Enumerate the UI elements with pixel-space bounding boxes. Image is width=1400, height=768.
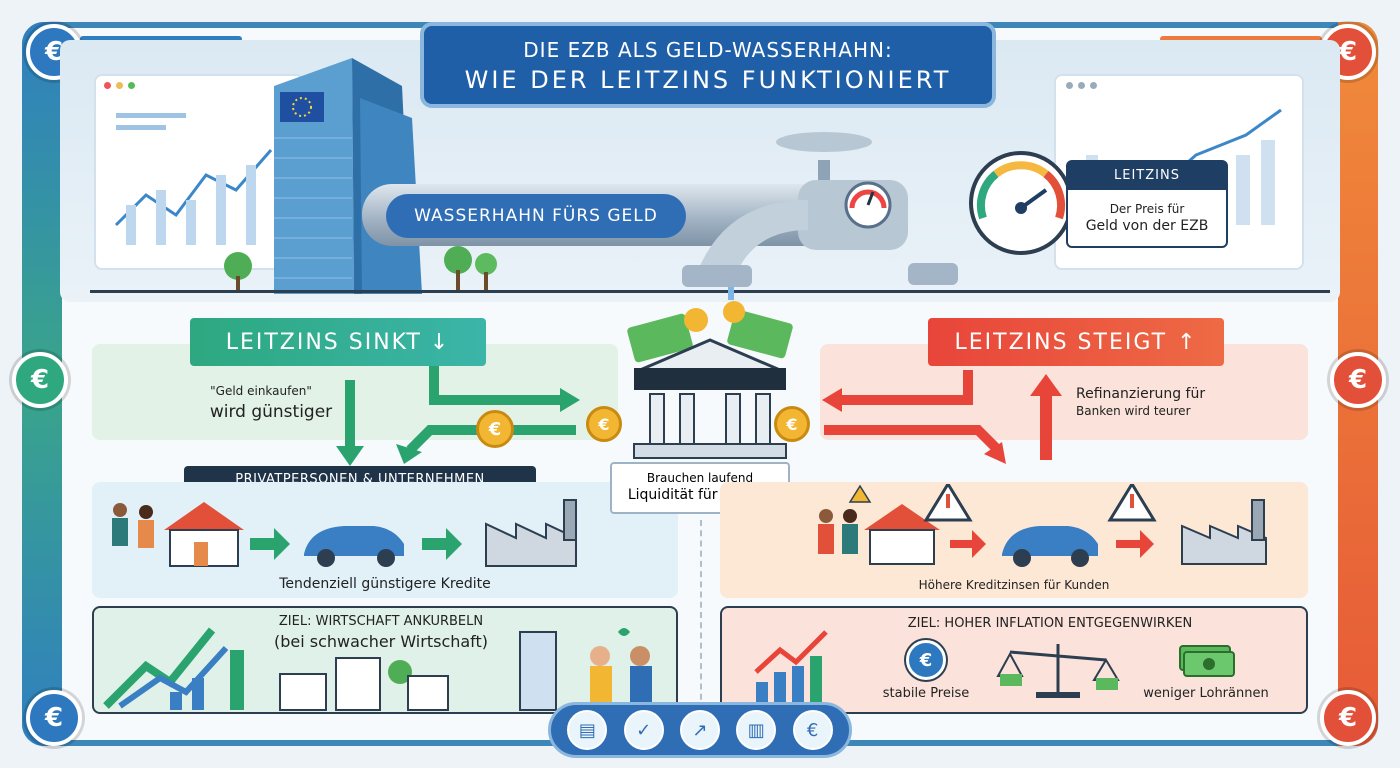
arrow-down-icon: ↓	[429, 329, 451, 355]
euro-coin-icon: €	[586, 406, 622, 442]
credit-chain-left	[112, 499, 577, 567]
left-goal-line2: (bei schwacher Wirtschaft)	[273, 632, 489, 651]
bank-label-line1: Brauchen laufend	[646, 471, 754, 485]
check-icon: ✓	[623, 710, 664, 750]
left-effect-line1: "Geld einkaufen"	[210, 384, 312, 398]
title-line1: DIE EZB ALS GELD-WASSERHAHN:	[523, 38, 893, 62]
bar-chart-icon: ▥	[736, 710, 777, 750]
top-rail-right	[1160, 36, 1322, 42]
credit-chain-right	[818, 484, 1267, 567]
red-flow-arrows	[822, 370, 1062, 464]
leitzins-info-box: LEITZINS Der Preis für Geld von der EZB	[1066, 160, 1228, 248]
banner-right-text: LEITZINS STEIGT	[954, 329, 1168, 355]
growth-city-icon	[103, 627, 652, 711]
left-effect-line2: wird günstiger	[209, 402, 333, 422]
banner-left-text: LEITZINS SINKT	[225, 329, 422, 355]
goal-stable-prices: stabile Preise	[882, 686, 970, 701]
faucet-icon	[682, 132, 958, 300]
bank-liquidity-label: Brauchen laufend Liquidität für Kredite	[610, 462, 790, 514]
euro-coin-icon: €	[1320, 690, 1376, 746]
money-calculator-icon: ▤	[567, 710, 608, 750]
right-effect-line2: Banken wird teurer	[1076, 404, 1191, 418]
left-credit-caption: Tendenziell günstigere Kredite	[279, 576, 491, 592]
tree-icon	[224, 252, 252, 292]
money-stack-icon	[1179, 645, 1235, 677]
banner-leitzins-sinkt: LEITZINS SINKT ↓	[190, 318, 486, 366]
green-flow-arrows	[336, 366, 580, 466]
leitzins-heading: LEITZINS	[1068, 162, 1226, 190]
pipe-label: WASSERHAHN FÜRS GELD	[386, 194, 686, 238]
scale-icon	[996, 644, 1120, 698]
gauge-icon	[969, 151, 1073, 255]
ecb-building-icon	[274, 58, 422, 294]
goal-less-wage-spiral: weniger Lohrännen	[1143, 686, 1269, 701]
euro-coin-icon: €	[1330, 352, 1386, 408]
left-goal-line1: ZIEL: WIRTSCHAFT ANKURBELN	[278, 614, 484, 629]
trend-chart-icon	[114, 113, 273, 245]
tree-icon	[444, 246, 497, 292]
arrow-up-icon: ↑	[1177, 329, 1198, 355]
euro-coin-icon: €	[26, 690, 82, 746]
ground-line	[90, 290, 1330, 293]
chart-window-left	[94, 74, 304, 270]
leitzins-desc-line1: Der Preis für	[1109, 202, 1185, 216]
page-title: DIE EZB ALS GELD-WASSERHAHN: WIE DER LEI…	[420, 22, 996, 108]
right-credit-caption: Höhere Kreditzinsen für Kunden	[918, 578, 1110, 592]
stable-price-coin-icon: €	[906, 640, 946, 680]
bank-icon	[627, 301, 793, 459]
title-line2: WIE DER LEITZINS FUNKTIONIERT	[464, 66, 952, 94]
euro-coin-icon: €	[476, 410, 514, 448]
leitzins-desc-line2: Geld von der EZB	[1085, 218, 1209, 234]
euro-coin-icon: €	[12, 352, 68, 408]
euro-shield-icon: €	[792, 710, 833, 750]
right-effect-line1: Refinanzierung für	[1076, 386, 1206, 402]
center-divider	[700, 520, 702, 710]
top-rail-left	[80, 36, 242, 42]
inflation-chart-icon	[754, 630, 828, 704]
right-goal-title: ZIEL: HOHER INFLATION ENTGEGENWIRKEN	[907, 616, 1193, 631]
euro-coin-icon: €	[774, 406, 810, 442]
banner-leitzins-steigt: LEITZINS STEIGT ↑	[928, 318, 1224, 366]
bottom-icon-bar: ▤ ✓ ↗ ▥ €	[548, 702, 852, 758]
growth-chart-icon: ↗	[679, 710, 720, 750]
